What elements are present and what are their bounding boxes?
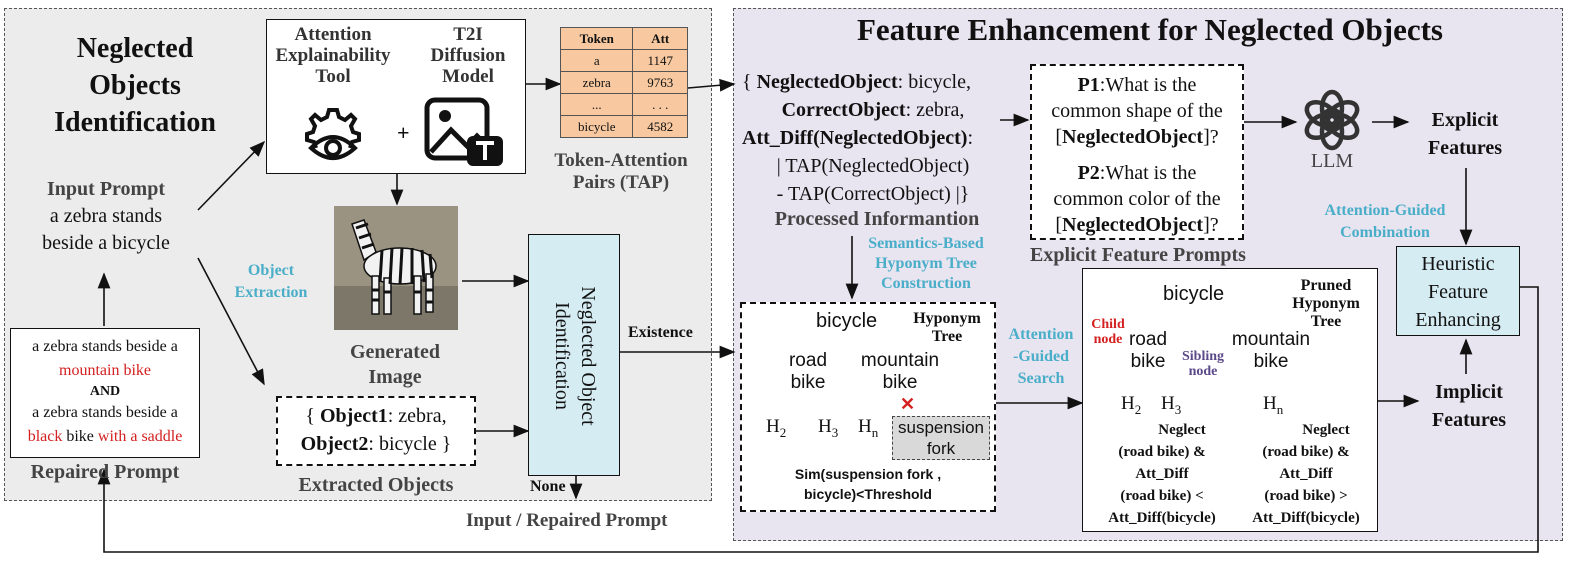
tree-node-road-bike: road bike — [788, 350, 828, 393]
pruned-hyponym-tree-box: Pruned Hyponym Tree bicycle Child node r… — [1082, 268, 1378, 532]
eye-gear-icon — [305, 108, 361, 160]
repaired-prompt-caption: Repaired Prompt — [30, 461, 180, 483]
plus-sign: + — [397, 120, 410, 145]
attention-guided-search-label: Attention -Guided Search — [1008, 326, 1074, 387]
tree-node-bicycle: bicycle — [816, 310, 878, 332]
neglect-condition-left: Neglect (road bike) & Att_Diff (road bik… — [1108, 422, 1216, 526]
repaired-prompt-box: a zebra stands beside a mountain bike AN… — [10, 328, 200, 458]
processed-info-caption: Processed Informantion — [774, 208, 980, 230]
pruned-node-h3: H3 — [1161, 393, 1182, 417]
tree-node-hn: Hn — [858, 416, 879, 440]
generated-image-caption: Generated Image — [350, 341, 440, 388]
processed-information: { NeglectedObject: bicycle, CorrectObjec… — [742, 71, 974, 205]
heuristic-feature-enhancing-box: Heuristic Feature Enhancing — [1396, 246, 1520, 336]
hyponym-tree-box: Hyponym Tree bicycle road bike mountain … — [740, 302, 996, 512]
similarity-threshold-text: Sim(suspension fork , bicycle)<Threshold — [794, 466, 942, 502]
child-node-label: Child node — [1091, 317, 1125, 347]
tap-caption: Token-Attention Pairs (TAP) — [554, 150, 688, 193]
prune-cross-icon: ✕ — [900, 394, 916, 414]
llm-label: LLM — [1310, 150, 1354, 172]
tap-header-att: Att — [632, 27, 688, 50]
sibling-node-label: Sibling node — [1181, 349, 1225, 379]
input-prompt: Input Prompt a zebra stands beside a bic… — [42, 178, 170, 254]
left-panel-title: Neglected Objects Identification — [54, 33, 216, 138]
right-panel-title: Feature Enhancement for Neglected Object… — [857, 12, 1443, 47]
pruned-node-bicycle: bicycle — [1163, 283, 1225, 305]
explicit-features-label: Explicit Features — [1427, 109, 1503, 159]
image-text-icon — [424, 97, 503, 166]
none-label: None — [530, 478, 566, 495]
attention-guided-combination-label: Attention-Guided Combination — [1324, 202, 1446, 241]
implicit-features-label: Implicit Features — [1431, 381, 1507, 431]
object-extraction-label: Object Extraction — [234, 262, 308, 301]
openai-llm-icon — [1304, 89, 1360, 151]
existence-label: Existence — [628, 324, 693, 341]
extracted-objects-box: { Object1: zebra, Object2: bicycle } — [276, 396, 476, 466]
t2i-tool-box: Attention Explainability Tool T2I Diffus… — [266, 19, 526, 174]
explicit-feature-prompts-box: P1:What is the common shape of the [Negl… — [1030, 64, 1244, 240]
tree-node-h3: H3 — [818, 416, 839, 440]
neglect-condition-right: Neglect (road bike) & Att_Diff (road bik… — [1252, 422, 1360, 526]
pruned-tree-title: Pruned Hyponym Tree — [1292, 277, 1360, 330]
pruned-node-hn: Hn — [1263, 393, 1284, 417]
attention-tool-label: Attention Explainability Tool — [275, 24, 391, 87]
semantics-based-label: Semantics-Based Hyponym Tree Constructio… — [868, 235, 984, 292]
tree-node-mountain-bike: mountain bike — [860, 350, 940, 393]
tap-header-token: Token — [559, 27, 634, 50]
input-repaired-label: Input / Repaired Prompt — [466, 510, 668, 531]
pruned-node-mountain-bike: mountain bike — [1231, 329, 1311, 372]
pruned-node-h2: H2 — [1121, 393, 1142, 417]
pruned-node-road-bike: road bike — [1128, 329, 1168, 372]
tree-node-h2: H2 — [766, 416, 787, 440]
explicit-prompts-caption: Explicit Feature Prompts — [1030, 244, 1246, 266]
neglected-object-identification-box: Neglected Object Identification — [528, 234, 620, 476]
t2i-model-label: T2I Diffusion Model — [430, 24, 506, 87]
hyponym-tree-title: Hyponym Tree — [913, 310, 981, 345]
tree-node-suspension-fork: suspension fork — [892, 416, 990, 460]
table-row: .... . . — [559, 93, 688, 116]
zebra-image — [334, 206, 458, 330]
extracted-objects-caption: Extracted Objects — [298, 474, 454, 496]
